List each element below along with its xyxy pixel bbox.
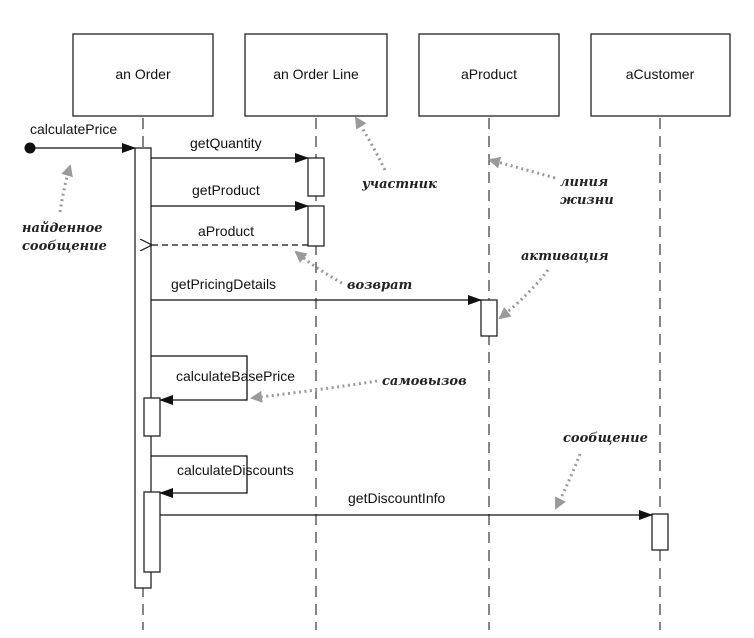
participant-label: an Order Line	[273, 66, 359, 82]
annotation-activation: активация	[521, 249, 609, 264]
activation-an-order-line-quantity	[307, 157, 325, 197]
message-calculate-discounts-arrow	[151, 455, 248, 498]
pointer-participant	[354, 116, 387, 171]
annotation-self-call: самовызов	[382, 374, 467, 389]
annotation-message: сообщение	[563, 431, 648, 446]
pointer-lifeline	[488, 156, 556, 180]
message-get-quantity-label: getQuantity	[190, 135, 262, 151]
message-get-pricing-details-label: getPricingDetails	[171, 276, 276, 292]
activation-an-order-line-product	[307, 205, 325, 247]
activation-aproduct	[480, 299, 498, 337]
message-calculate-price-label: calculatePrice	[30, 121, 117, 137]
message-get-discount-info-label: getDiscountInfo	[348, 490, 445, 506]
pointer-self-call	[250, 379, 378, 403]
pointer-message	[554, 453, 582, 510]
annotation-found-message-line2: сообщение	[22, 239, 107, 254]
message-calculate-base-price-label: calculateBasePrice	[176, 368, 295, 384]
annotation-lifeline-line2: жизни	[560, 193, 614, 208]
message-return-aproduct-label: aProduct	[198, 223, 254, 239]
annotation-participant: участник	[361, 177, 437, 192]
participant-aproduct: aProduct	[418, 33, 560, 117]
activation-self-discounts	[143, 491, 161, 573]
message-calculate-discounts-label: calculateDiscounts	[177, 462, 294, 478]
participant-label: aCustomer	[626, 66, 695, 82]
activation-self-base-price	[143, 397, 161, 437]
participant-an-order-line: an Order Line	[244, 33, 388, 117]
annotation-return: возврат	[347, 278, 412, 293]
participant-acustomer: aCustomer	[590, 33, 731, 117]
participant-an-order: an Order	[72, 33, 214, 117]
participant-label: an Order	[115, 66, 171, 82]
pointer-activation	[498, 269, 550, 320]
participant-label: aProduct	[461, 66, 517, 82]
annotation-lifeline: линия жизни	[560, 175, 614, 208]
annotation-found-message-line1: найденное	[22, 221, 103, 236]
activation-acustomer	[651, 513, 669, 551]
pointer-return	[294, 250, 343, 285]
message-get-product-label: getProduct	[192, 182, 260, 198]
annotation-found-message: найденное сообщение	[22, 221, 107, 254]
pointer-found-message	[58, 164, 73, 213]
annotation-lifeline-line1: линия	[560, 175, 608, 190]
message-calculate-base-price-arrow	[151, 355, 248, 405]
activation-an-order-main	[134, 147, 152, 589]
